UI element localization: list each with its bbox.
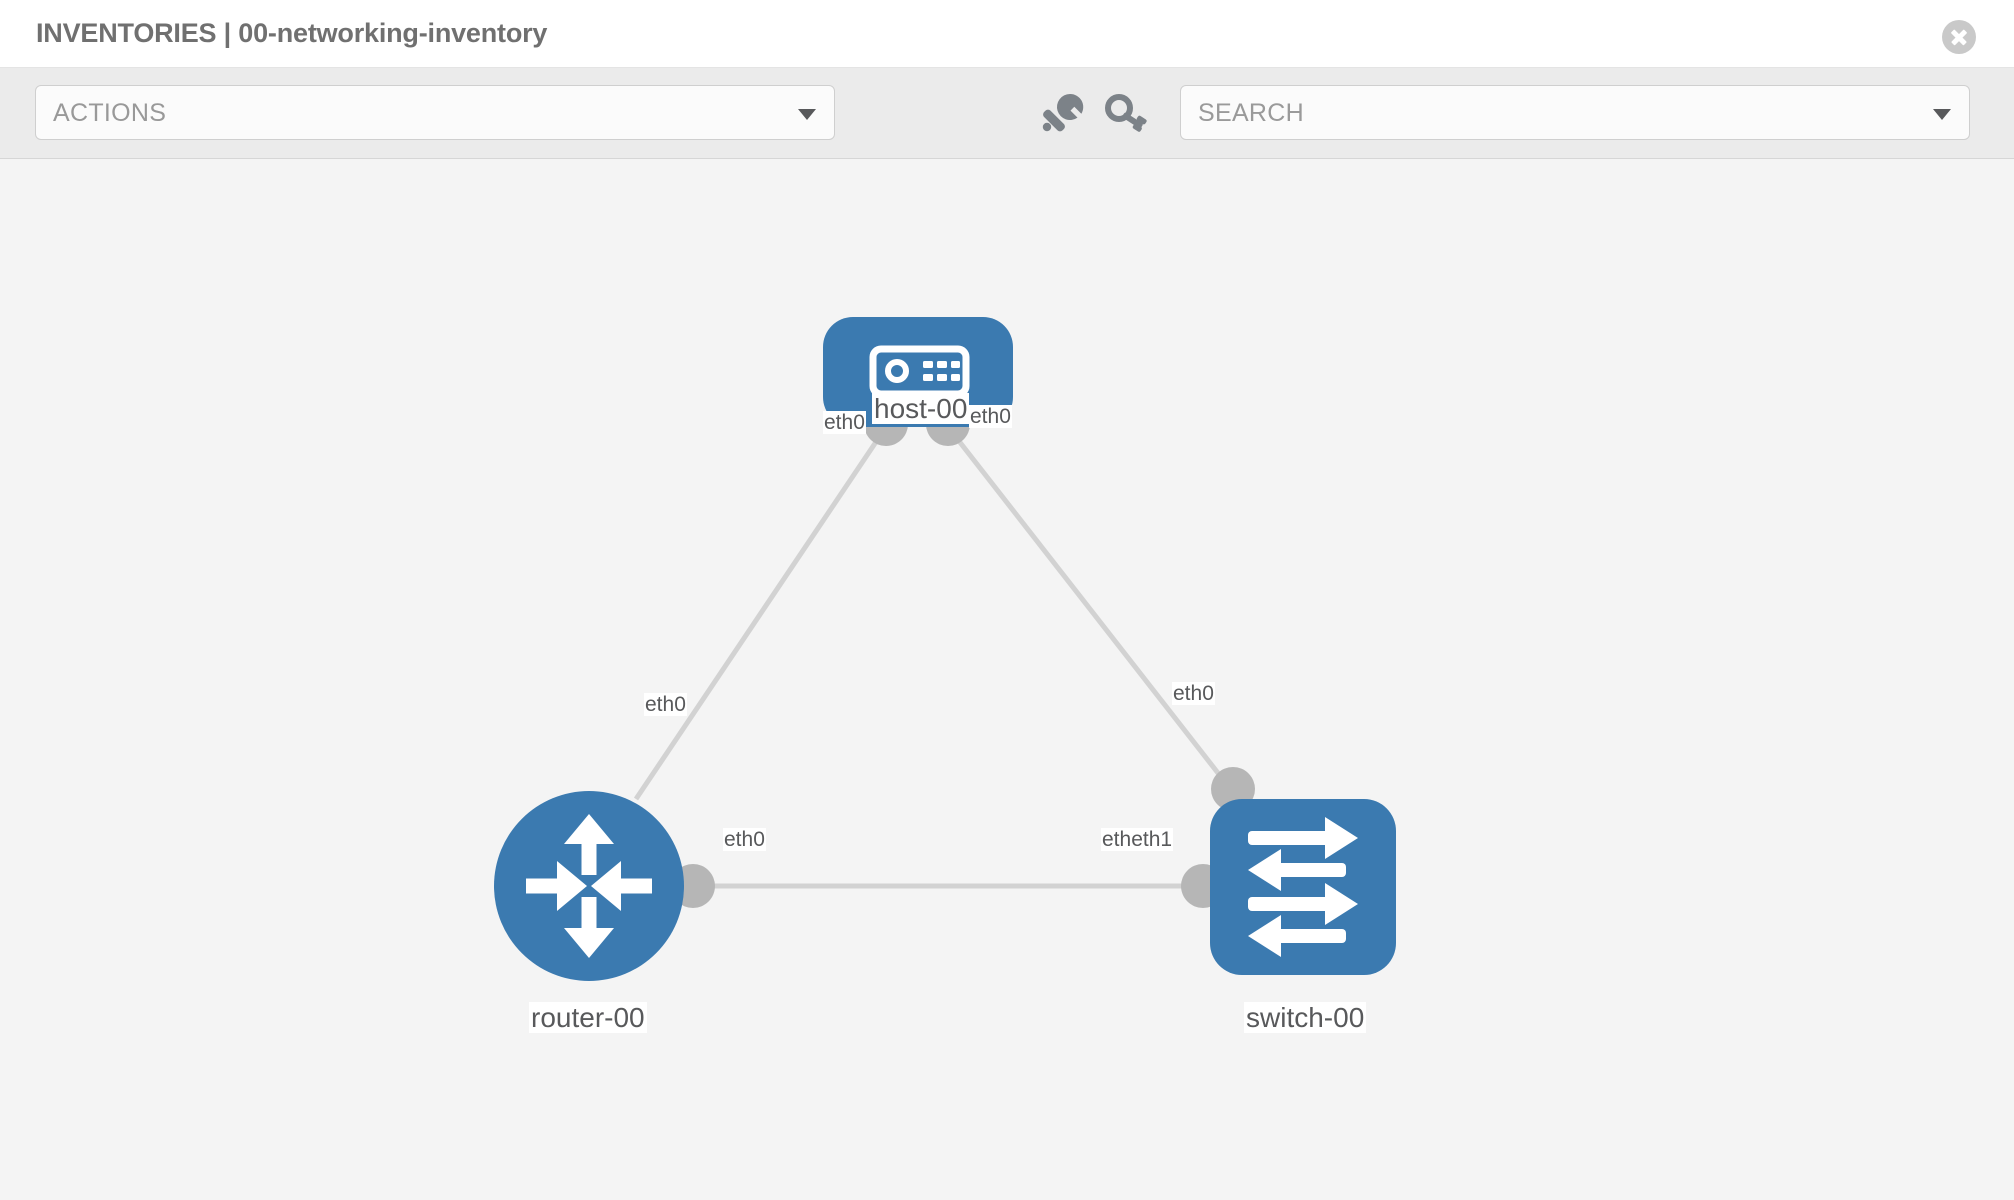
iface-label-router-up: eth0 <box>644 693 687 717</box>
node-router-00 <box>494 791 684 981</box>
node-switch-00 <box>1210 799 1396 975</box>
node-label-host-00: host-00 <box>872 393 970 425</box>
iface-label-host-right: eth0 <box>969 405 1012 429</box>
actions-dropdown[interactable]: ACTIONS <box>35 85 835 140</box>
iface-label-router-right: eth0 <box>723 828 766 852</box>
chevron-down-icon <box>798 109 816 120</box>
wrench-icon[interactable] <box>1034 86 1086 138</box>
toolbar: ACTIONS SEARCH <box>0 68 2014 159</box>
topology-canvas[interactable]: host-00 router-00 switch-00 eth0 eth0 et… <box>0 159 2014 1200</box>
iface-label-host-left: eth0 <box>823 411 866 435</box>
link-host-switch <box>946 425 1234 793</box>
node-label-router-00: router-00 <box>529 1002 647 1034</box>
key-icon[interactable] <box>1101 86 1153 138</box>
topology-graph <box>494 317 1396 981</box>
search-placeholder: SEARCH <box>1198 99 1304 127</box>
close-icon[interactable] <box>1942 20 1976 54</box>
actions-dropdown-label: ACTIONS <box>53 99 167 127</box>
node-label-switch-00: switch-00 <box>1244 1002 1367 1034</box>
link-host-router <box>633 425 889 801</box>
search-input[interactable]: SEARCH <box>1180 85 1970 140</box>
iface-label-switch-up: eth0 <box>1172 682 1215 706</box>
iface-label-switch-left: etheth1 <box>1101 828 1174 852</box>
page-header: INVENTORIES | 00-networking-inventory <box>0 0 2014 68</box>
chevron-down-icon <box>1933 109 1951 120</box>
page-title: INVENTORIES | 00-networking-inventory <box>36 18 548 48</box>
